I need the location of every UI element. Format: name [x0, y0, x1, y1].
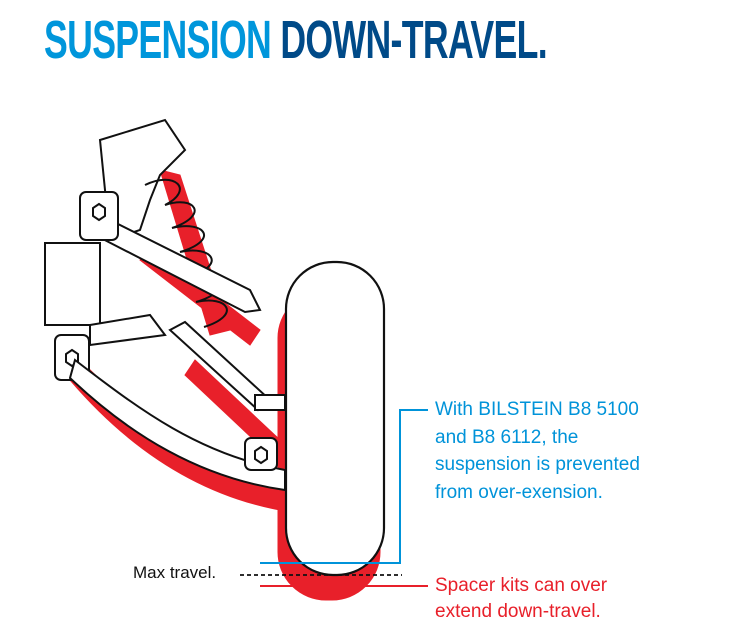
bilstein-note: With BILSTEIN B8 5100 and B8 6112, the s…	[435, 396, 640, 506]
tire	[284, 260, 386, 577]
spacer-note-line: extend down-travel.	[435, 601, 601, 622]
frame-block	[44, 191, 167, 381]
title-part2: DOWN-TRAVEL.	[280, 10, 547, 70]
spacer-note-line: Spacer kits can over	[435, 575, 608, 596]
bilstein-note-line: With BILSTEIN B8 5100	[435, 399, 639, 420]
spacer-note: Spacer kits can over extend down-travel.	[435, 573, 607, 625]
bilstein-leader-line	[260, 409, 428, 564]
bilstein-note-line: from over-exension.	[435, 481, 603, 503]
bilstein-note-line: and B8 6112, the	[435, 426, 579, 448]
max-travel-label: Max travel.	[133, 563, 217, 582]
coil-spring	[144, 178, 228, 328]
bilstein-note-line: suspension is prevented	[435, 454, 640, 475]
page-title: SUSPENSION DOWN-TRAVEL.	[44, 10, 548, 70]
title-part1: SUSPENSION	[44, 10, 272, 70]
upper-control-arm	[93, 213, 262, 314]
